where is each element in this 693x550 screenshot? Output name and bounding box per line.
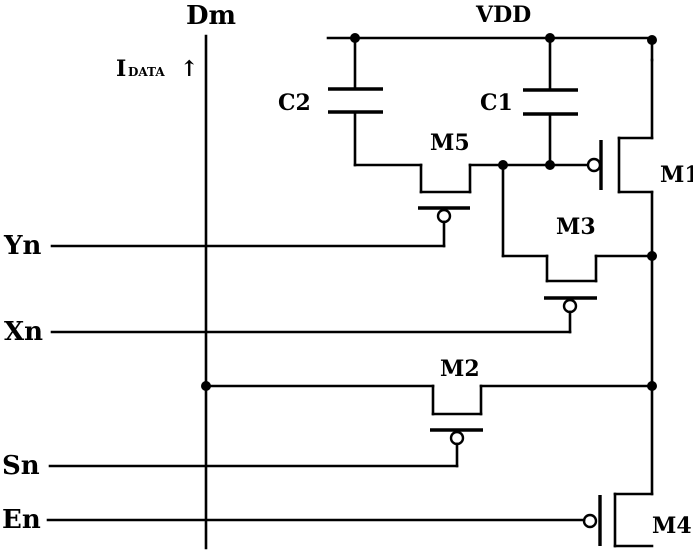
label-idata-prefix: I [116, 56, 126, 82]
label-idata-sub: DATA [128, 65, 165, 79]
junction-m1-m3 [647, 251, 657, 261]
junction-vdd-c2 [350, 33, 360, 43]
label-m2: M2 [440, 356, 480, 382]
junction-c1-gate [545, 160, 555, 170]
junction-dm-m2 [201, 381, 211, 391]
label-m1: M1 [660, 162, 693, 188]
label-m3: M3 [556, 214, 596, 240]
label-idata: I DATA ↑ [116, 56, 198, 82]
label-yn: Yn [3, 231, 42, 261]
transistor-m5 [418, 165, 503, 246]
capacitor-c2 [328, 38, 421, 165]
label-xn: Xn [4, 317, 43, 347]
label-en: En [2, 505, 41, 535]
junction-dots [201, 33, 657, 391]
junction-vdd-m1 [647, 35, 657, 45]
label-idata-arrow: ↑ [180, 56, 198, 82]
label-c1: C1 [480, 90, 513, 116]
transistor-m1 [619, 60, 652, 256]
label-c2: C2 [278, 90, 311, 116]
junction-vdd-c1 [545, 33, 555, 43]
junction-m2-m4 [647, 381, 657, 391]
label-m4: M4 [652, 513, 692, 539]
label-m5: M5 [430, 130, 470, 156]
label-dm: Dm [186, 1, 236, 31]
capacitor-c1 [523, 38, 578, 165]
junction-gate-node [498, 160, 508, 170]
label-sn: Sn [2, 451, 40, 481]
transistor-m2 [206, 386, 652, 466]
label-vdd: VDD [475, 2, 531, 28]
vdd-rail [328, 38, 652, 60]
transistor-m4 [584, 386, 652, 546]
transistor-m3 [503, 165, 652, 332]
